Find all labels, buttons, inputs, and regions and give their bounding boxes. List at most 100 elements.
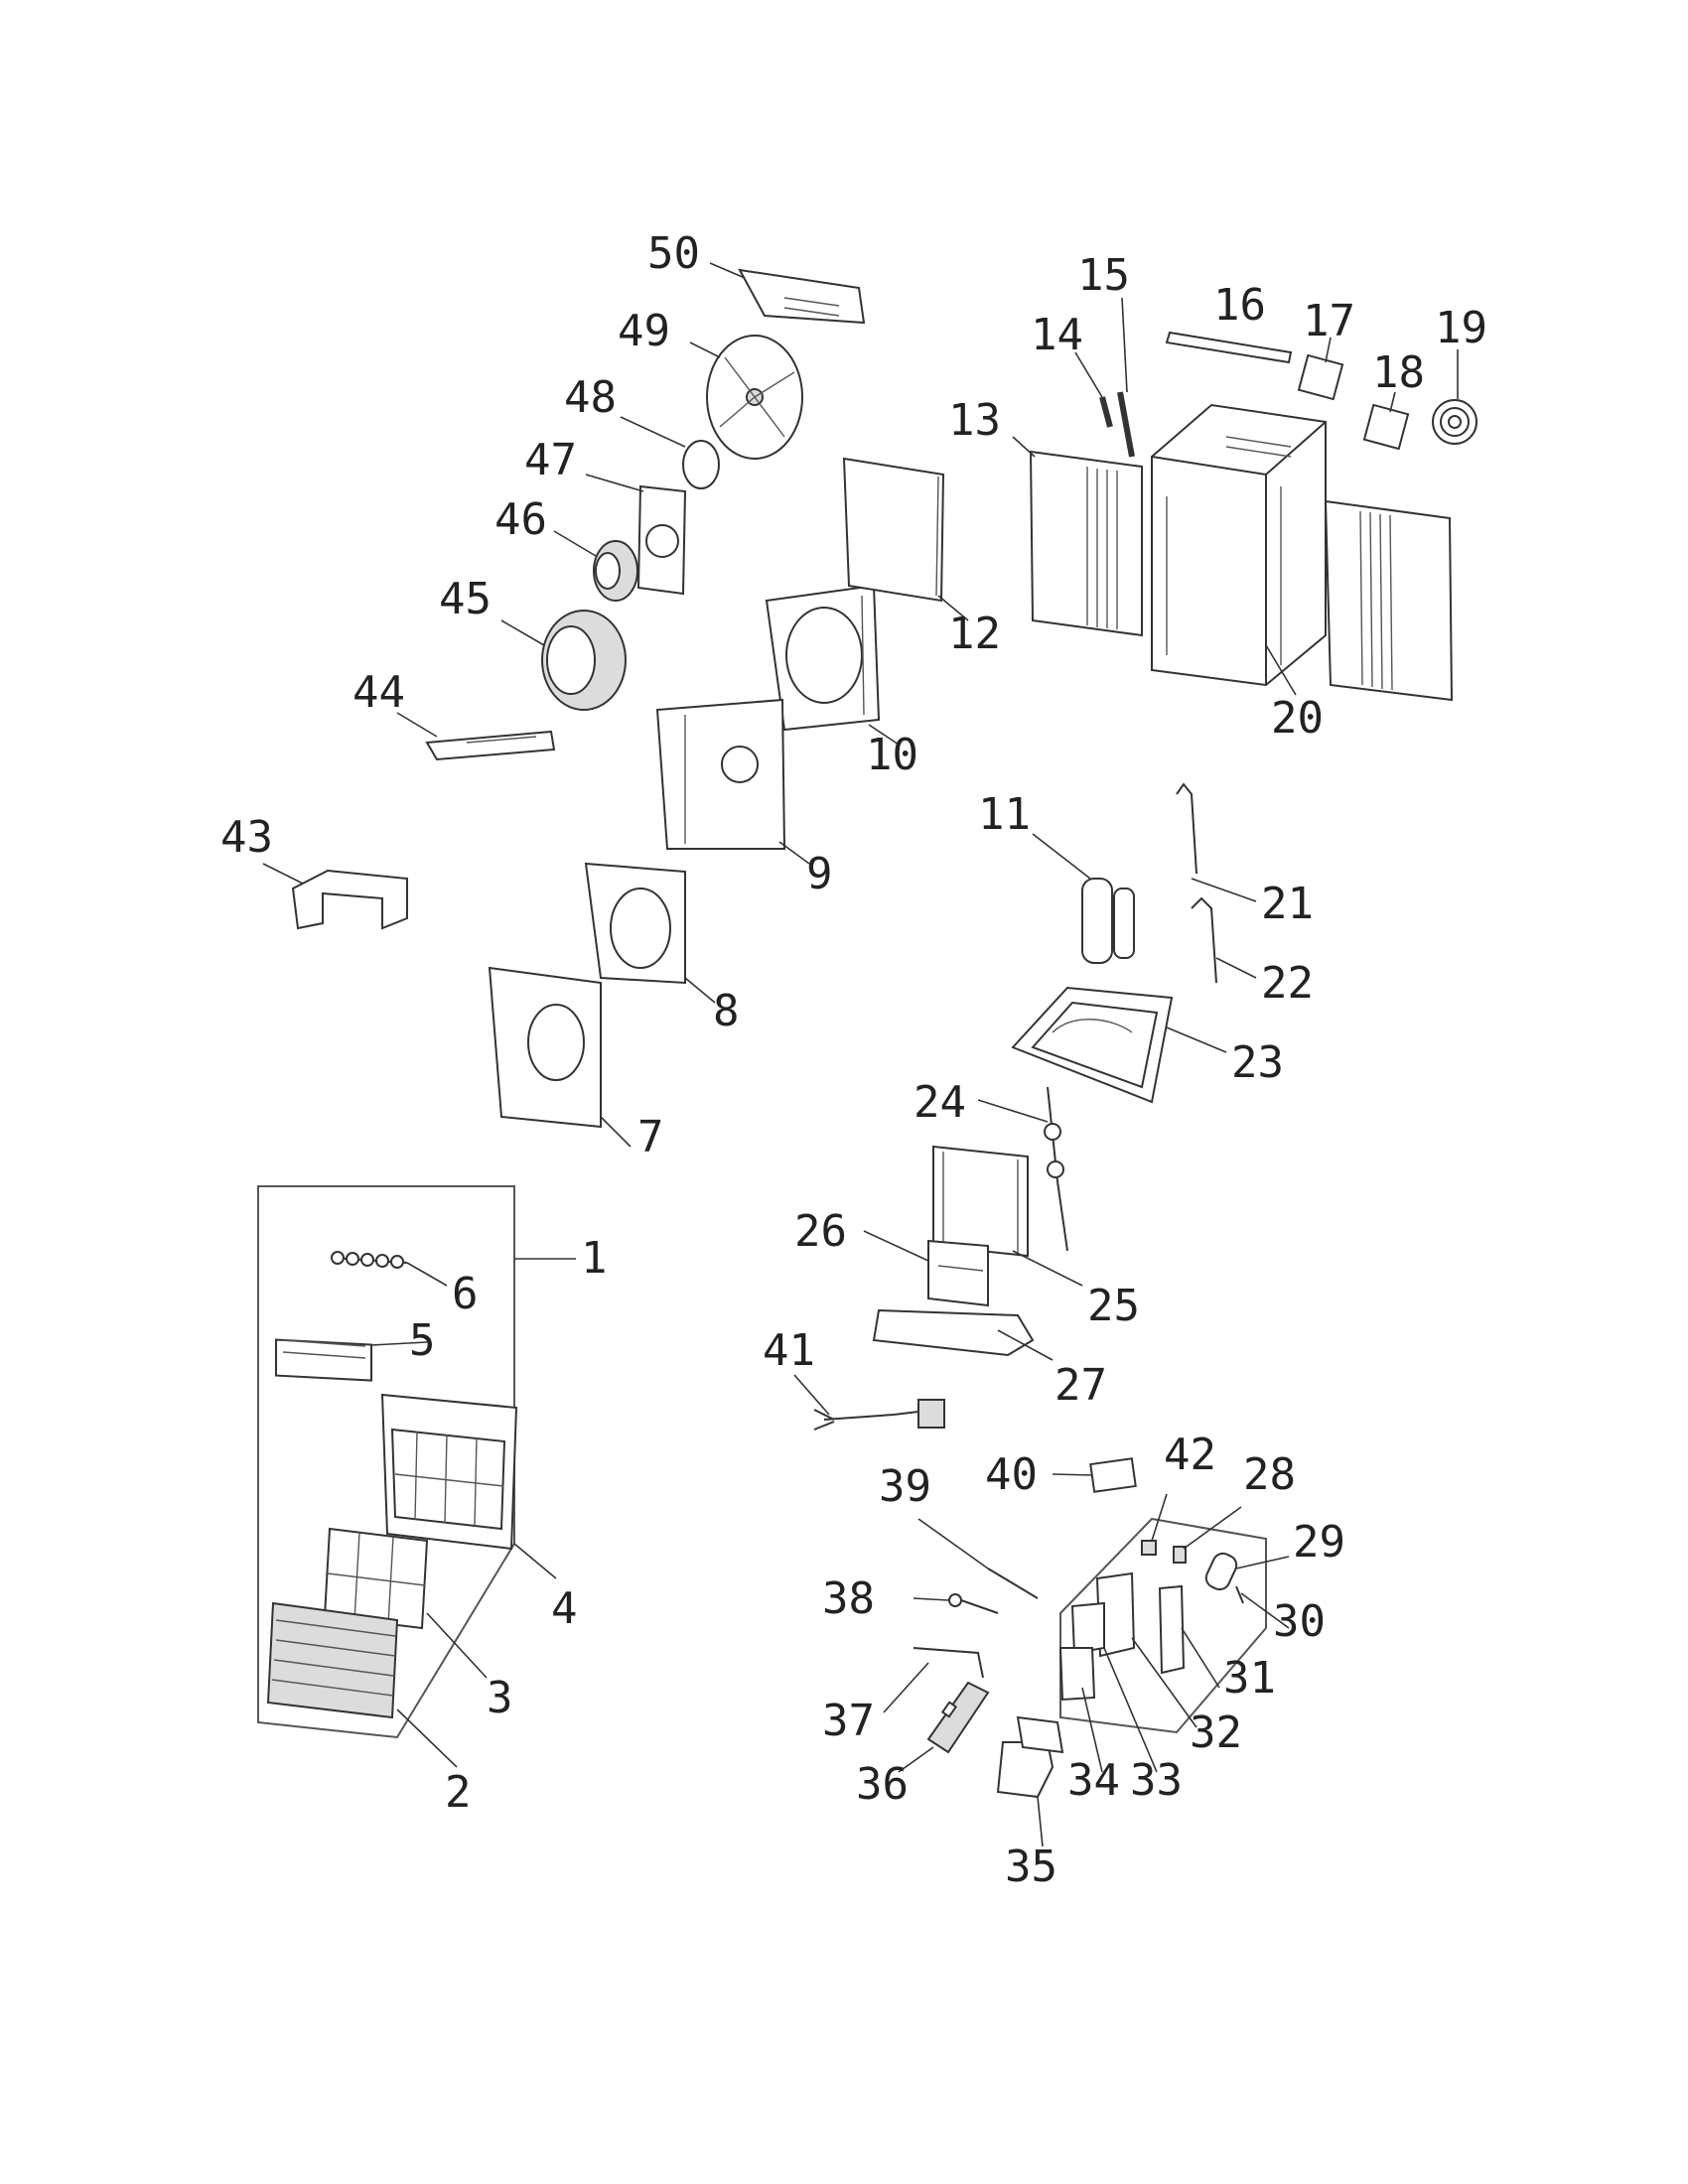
part-18-mount-bracket (1362, 403, 1410, 451)
callout-12: 12 (948, 609, 1001, 659)
part-37-wire-harness (913, 1647, 984, 1679)
part-47-motor-bracket (636, 484, 687, 596)
part-19-coil-spring (1432, 399, 1477, 445)
callout-18: 18 (1372, 347, 1425, 398)
callout-6: 6 (452, 1269, 479, 1319)
part-30-clip (1235, 1585, 1244, 1604)
callout-32: 32 (1190, 1707, 1242, 1758)
callout-15: 15 (1077, 250, 1130, 301)
callout-1: 1 (581, 1233, 608, 1284)
part-9-orifice-panel (655, 698, 786, 850)
part-5-vent-grille (275, 1338, 372, 1382)
electrical-parts (793, 1374, 1290, 1847)
part-33-pcb (1070, 1601, 1105, 1655)
callout-44: 44 (352, 667, 405, 718)
callout-4: 4 (551, 1583, 578, 1634)
callout-27: 27 (1055, 1360, 1107, 1411)
front-panel-assembly (257, 1185, 576, 1768)
part-42-relay (1141, 1540, 1157, 1556)
part-11-compressor (1081, 878, 1135, 964)
callout-5: 5 (409, 1315, 436, 1366)
callout-45: 45 (439, 574, 492, 624)
callout-19: 19 (1435, 303, 1487, 353)
electrical-box-outline (1059, 1517, 1267, 1734)
callout-28: 28 (1243, 1449, 1296, 1500)
part-23-base-pan (1011, 986, 1174, 1104)
part-41-power-cord (813, 1399, 945, 1431)
part-13-side-panel (1029, 450, 1143, 637)
callout-10: 10 (866, 730, 918, 780)
part-4-front-frame (380, 1393, 518, 1551)
part-29-capacitor (1204, 1552, 1238, 1591)
part-17-mount-bracket (1297, 353, 1344, 401)
part-45-blower-wheel (541, 610, 627, 711)
callout-37: 37 (822, 1696, 875, 1746)
part-40-switch (1089, 1457, 1137, 1493)
callout-labels: 1 2 3 4 5 6 7 8 9 10 11 12 13 14 15 16 1… (220, 228, 1487, 1892)
part-49-condenser-fan (706, 335, 803, 460)
part-12-evaporator-coil (842, 457, 945, 603)
callout-38: 38 (822, 1573, 875, 1624)
part-6-louver-shaft (331, 1251, 408, 1269)
callout-13: 13 (948, 395, 1001, 446)
callout-30: 30 (1273, 1596, 1326, 1647)
part-2-front-grille (266, 1601, 399, 1719)
callout-17: 17 (1303, 296, 1355, 346)
part-15-seal-strip (1117, 391, 1135, 458)
callout-40: 40 (985, 1449, 1038, 1500)
callout-3: 3 (487, 1673, 513, 1723)
callout-11: 11 (978, 789, 1031, 840)
part-46-fan-motor (593, 540, 638, 602)
part-36-remote-control (926, 1681, 990, 1754)
part-43-control-cover (291, 869, 408, 930)
callout-22: 22 (1261, 958, 1314, 1009)
callout-39: 39 (879, 1461, 931, 1512)
part-8-blower-scroll (584, 862, 686, 985)
part-right-side-panel (1324, 499, 1454, 702)
part-50-top-cover (738, 268, 866, 325)
part-16-top-rail (1165, 331, 1293, 364)
callout-42: 42 (1164, 1430, 1216, 1480)
part-21-tube (1176, 782, 1197, 875)
part-31-mount-plate (1158, 1584, 1186, 1675)
part-48-slinger-ring (682, 440, 720, 489)
callout-25: 25 (1087, 1281, 1140, 1331)
callout-33: 33 (1130, 1755, 1183, 1806)
callout-21: 21 (1261, 879, 1314, 929)
callout-49: 49 (618, 306, 670, 356)
callout-50: 50 (647, 228, 700, 279)
callout-9: 9 (806, 849, 833, 899)
part-39-thermistor (987, 1568, 1039, 1599)
callout-16: 16 (1213, 280, 1266, 331)
part-3-air-filter (323, 1527, 429, 1630)
part-44-bracket (425, 730, 556, 761)
callout-36: 36 (856, 1759, 909, 1810)
callout-35: 35 (1005, 1842, 1057, 1892)
callout-29: 29 (1293, 1517, 1345, 1568)
cabinet-parts (842, 297, 1477, 702)
callout-48: 48 (564, 372, 617, 423)
callout-2: 2 (445, 1767, 472, 1818)
callout-31: 31 (1223, 1653, 1276, 1704)
callout-41: 41 (763, 1325, 815, 1376)
part-28-terminal (1173, 1546, 1187, 1564)
part-10-partition-panel (765, 584, 881, 732)
callout-24: 24 (914, 1077, 966, 1128)
callout-34: 34 (1067, 1755, 1120, 1806)
part-14-seal-strip (1099, 396, 1113, 428)
callout-7: 7 (637, 1112, 664, 1162)
part-20-cabinet-wrapper (1151, 403, 1327, 687)
part-22-tube (1191, 896, 1217, 984)
callout-20: 20 (1271, 693, 1324, 744)
part-25-condenser-coil (932, 1145, 1029, 1258)
callout-26: 26 (794, 1206, 847, 1257)
part-34-board-plate (1058, 1647, 1096, 1702)
part-7-front-bulkhead (488, 966, 602, 1129)
part-38-sensor (948, 1593, 999, 1614)
part-35-control-board (996, 1715, 1064, 1799)
callout-14: 14 (1031, 310, 1083, 360)
refrigeration-parts (863, 782, 1257, 1361)
callout-43: 43 (220, 812, 273, 863)
part-26-coil-bracket (927, 1239, 989, 1307)
